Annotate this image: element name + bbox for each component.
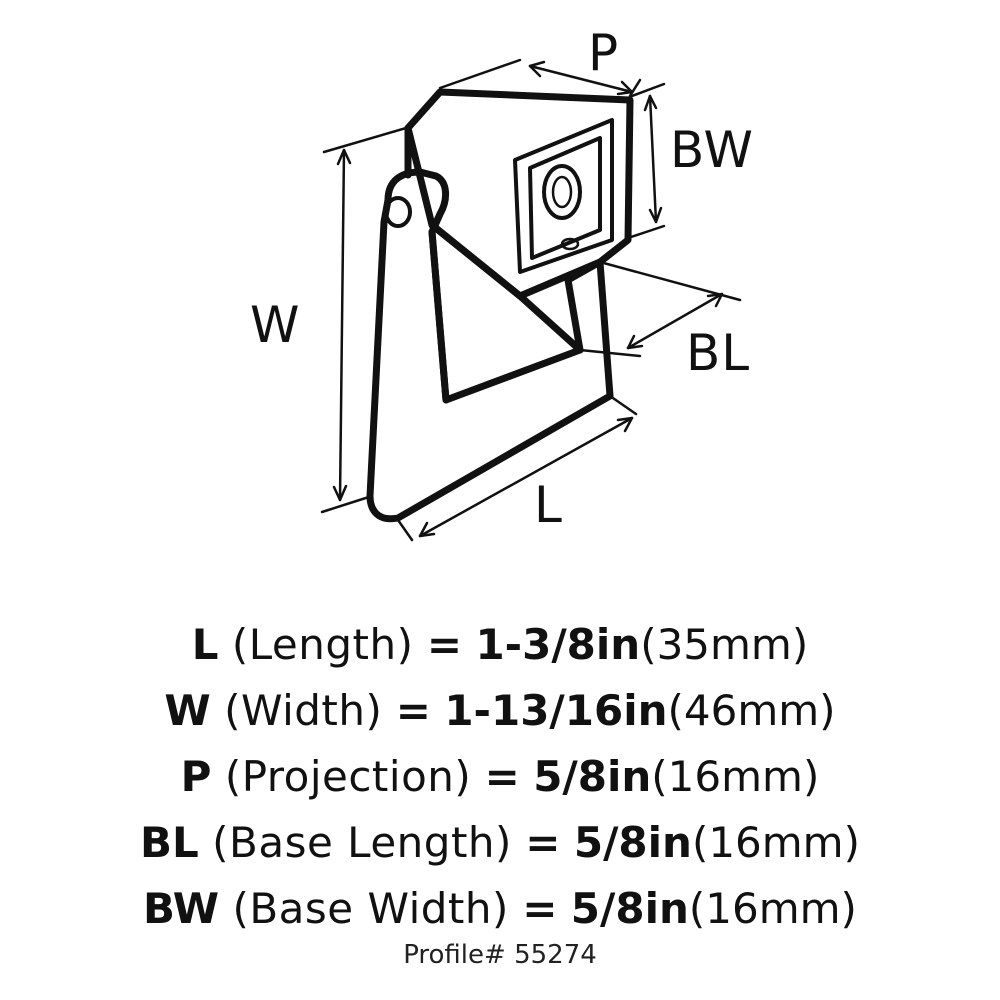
dimension-specs: L (Length) = 1-3/8in(35mm) W (Width) = 1… <box>0 612 1000 942</box>
dimension-label-w: W <box>250 296 301 354</box>
spec-base-length: BL (Base Length) = 5/8in(16mm) <box>0 810 1000 876</box>
spec-abbr: BL <box>140 818 199 867</box>
product-line-drawing <box>320 58 742 542</box>
spec-description: (Base Length) <box>212 818 512 867</box>
spec-imperial: 5/8in <box>570 884 689 933</box>
spec-equals: = <box>426 620 463 669</box>
spec-metric: (16mm) <box>651 752 820 801</box>
profile-number: Profile# 55274 <box>403 940 597 970</box>
threaded-hole <box>542 164 582 251</box>
spec-equals: = <box>522 884 558 933</box>
spec-metric: (35mm) <box>640 620 809 669</box>
spec-base-width: BW (Base Width) = 5/8in(16mm) <box>0 876 1000 942</box>
dimension-lines <box>320 58 742 542</box>
spec-description: (Projection) <box>224 752 472 801</box>
spec-length: L (Length) = 1-3/8in(35mm) <box>0 612 1000 678</box>
dimension-label-bw: BW <box>670 121 754 179</box>
spec-description: (Length) <box>231 620 414 669</box>
spec-equals: = <box>484 752 520 801</box>
spec-abbr: P <box>180 752 212 801</box>
spec-equals: = <box>395 686 431 735</box>
spec-metric: (16mm) <box>691 818 860 867</box>
spec-width: W (Width) = 1-13/16in(46mm) <box>0 678 1000 744</box>
spec-description: (Width) <box>224 686 383 735</box>
dimension-label-l: L <box>534 476 563 534</box>
spec-imperial: 5/8in <box>533 752 652 801</box>
base-block <box>404 88 634 300</box>
spec-imperial: 5/8in <box>573 818 692 867</box>
spec-abbr: L <box>191 620 219 669</box>
spec-equals: = <box>525 818 561 867</box>
spec-description: (Base Width) <box>232 884 509 933</box>
dimension-label-p: P <box>588 24 620 82</box>
spec-metric: (46mm) <box>667 686 836 735</box>
spec-abbr: BW <box>143 884 220 933</box>
spec-projection: P (Projection) = 5/8in(16mm) <box>0 744 1000 810</box>
spec-imperial: 1-3/8in <box>475 620 641 669</box>
spec-imperial: 1-13/16in <box>444 686 668 735</box>
spec-abbr: W <box>164 686 211 735</box>
spec-metric: (16mm) <box>688 884 857 933</box>
dimension-label-bl: BL <box>686 324 751 382</box>
ring-handle <box>366 168 614 523</box>
